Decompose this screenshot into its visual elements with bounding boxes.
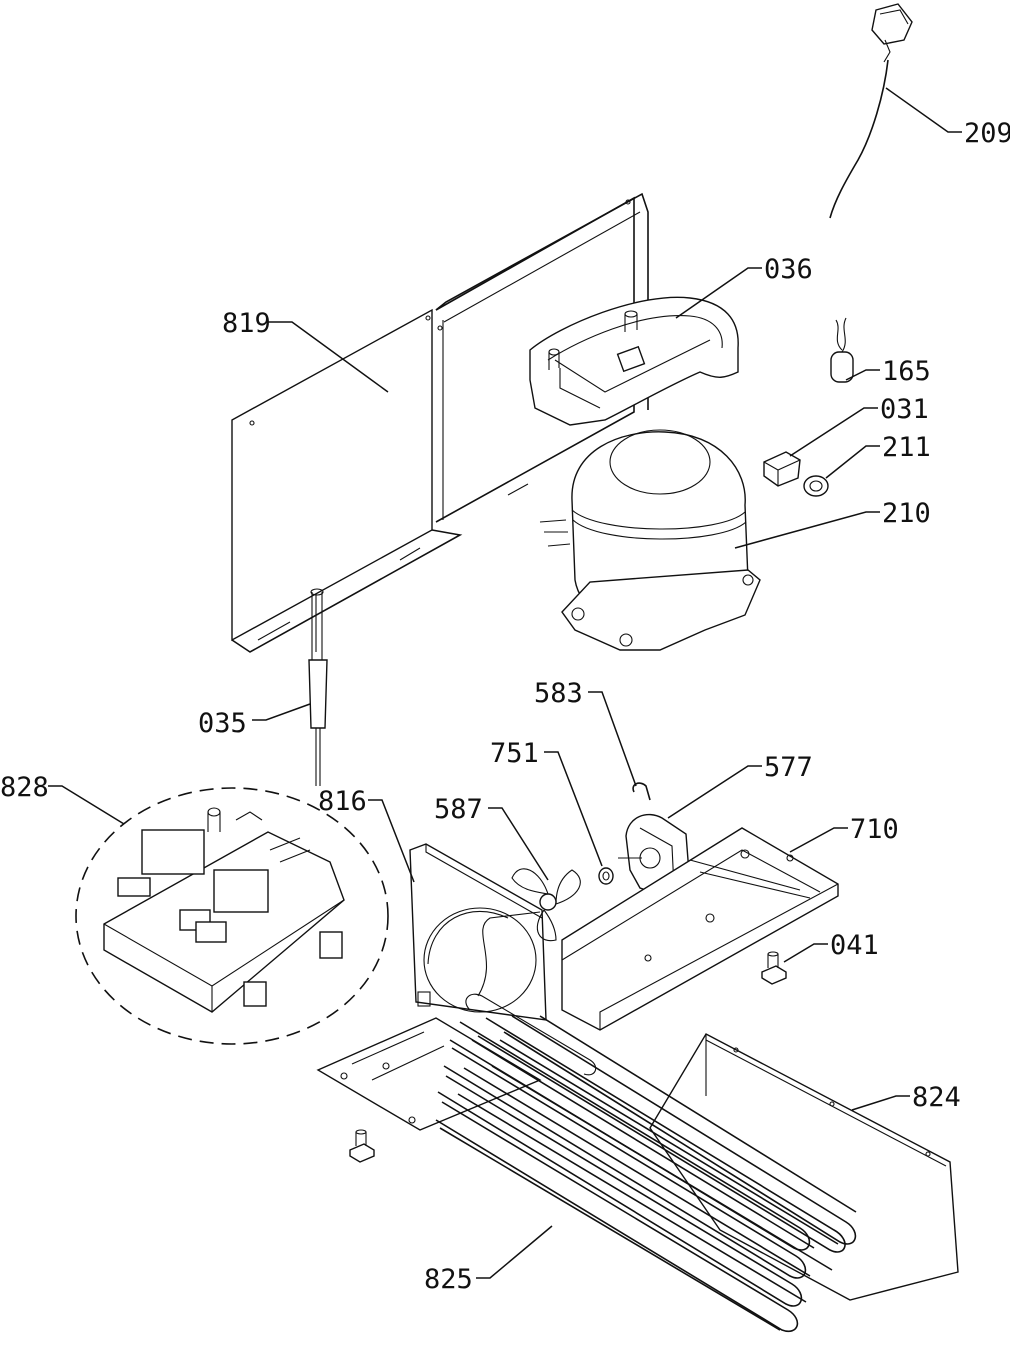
label-751: 751 bbox=[490, 738, 539, 769]
screw-unlabeled bbox=[349, 1129, 375, 1163]
leader-751 bbox=[544, 751, 603, 867]
label-041: 041 bbox=[830, 930, 879, 961]
condenser-bracket bbox=[316, 1017, 542, 1131]
base-plate-710 bbox=[561, 827, 839, 1031]
label-825: 825 bbox=[424, 1264, 473, 1295]
label-031: 031 bbox=[880, 394, 929, 425]
capacitor-165 bbox=[830, 317, 854, 383]
overload-protector-211 bbox=[803, 475, 829, 497]
leader-165 bbox=[845, 369, 880, 381]
leader-577 bbox=[667, 765, 762, 819]
condenser-coil-825 bbox=[435, 911, 857, 1333]
leader-211 bbox=[825, 445, 880, 479]
leader-825 bbox=[476, 1225, 553, 1279]
label-036: 036 bbox=[764, 254, 813, 285]
relay-031 bbox=[763, 451, 801, 487]
label-587: 587 bbox=[434, 794, 483, 825]
washer-751 bbox=[598, 867, 614, 885]
label-211: 211 bbox=[882, 432, 931, 463]
fan-blade-587 bbox=[511, 868, 581, 942]
leader-816 bbox=[368, 799, 415, 883]
screw-041 bbox=[761, 951, 787, 985]
label-824: 824 bbox=[912, 1082, 961, 1113]
leader-031 bbox=[789, 407, 878, 457]
leader-824 bbox=[851, 1095, 910, 1111]
label-710: 710 bbox=[850, 814, 899, 845]
leader-587 bbox=[488, 807, 549, 881]
thermostat-probe-035 bbox=[308, 588, 328, 786]
leader-210 bbox=[734, 511, 880, 549]
clip-583 bbox=[632, 782, 651, 801]
label-819: 819 bbox=[222, 308, 271, 339]
label-209: 209 bbox=[964, 118, 1010, 149]
leader-041 bbox=[783, 943, 828, 963]
leader-035 bbox=[252, 703, 311, 721]
label-210: 210 bbox=[882, 498, 931, 529]
leader-819 bbox=[268, 321, 389, 393]
leader-583 bbox=[588, 691, 637, 787]
compressor-210 bbox=[539, 429, 761, 651]
label-828: 828 bbox=[0, 772, 49, 803]
leader-209 bbox=[885, 87, 962, 133]
control-board-828 bbox=[75, 787, 389, 1045]
leader-828 bbox=[48, 785, 125, 825]
label-035: 035 bbox=[198, 708, 247, 739]
label-165: 165 bbox=[882, 356, 931, 387]
label-583: 583 bbox=[534, 678, 583, 709]
back-panel-819 bbox=[231, 192, 649, 653]
cover-plate-824 bbox=[649, 1033, 959, 1301]
leader-710 bbox=[789, 827, 848, 853]
label-577: 577 bbox=[764, 752, 813, 783]
fan-shroud-816 bbox=[409, 843, 547, 1021]
compressor-tray-036 bbox=[529, 296, 739, 426]
power-plug-209 bbox=[829, 3, 913, 219]
label-816: 816 bbox=[318, 786, 367, 817]
leader-036 bbox=[675, 267, 762, 319]
